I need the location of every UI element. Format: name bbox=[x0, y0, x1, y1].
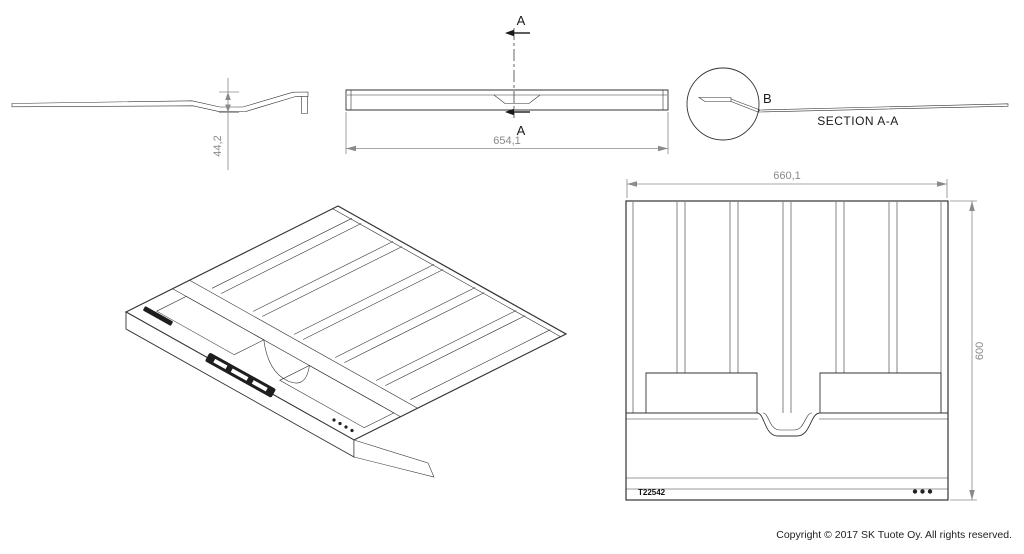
plan-width-dimension: 660,1 bbox=[626, 170, 948, 198]
plan-center-dip-outer bbox=[756, 412, 821, 437]
side-height-dimension: 44,2 bbox=[212, 78, 239, 170]
dimension-arrow-left bbox=[346, 145, 356, 152]
side-front-flange bbox=[301, 96, 308, 114]
dimension-arrow-top bbox=[969, 201, 975, 211]
plan-fastener-dots bbox=[912, 489, 933, 494]
iso-center-channel bbox=[263, 339, 310, 384]
section-profile-slope-lower bbox=[730, 101, 759, 113]
iso-band-line-upper bbox=[189, 279, 418, 409]
side-profile-outline bbox=[11, 91, 309, 112]
small-label-mark bbox=[143, 306, 173, 326]
section-title: SECTION A-A bbox=[817, 114, 899, 128]
front-width-value: 654,1 bbox=[493, 135, 521, 147]
section-aa-view: B SECTION A-A bbox=[686, 67, 1009, 141]
part-number: T22542 bbox=[638, 488, 666, 497]
front-outline bbox=[345, 89, 669, 111]
dimension-arrow-right bbox=[937, 181, 947, 187]
plan-left-pad bbox=[645, 372, 758, 413]
section-label-bottom: A bbox=[517, 123, 526, 138]
copyright-notice: Copyright © 2017 SK Tuote Oy. All rights… bbox=[776, 529, 1012, 541]
iso-fastener-dots bbox=[332, 418, 354, 433]
iso-corner-tab bbox=[353, 439, 435, 478]
section-profile-hook bbox=[698, 97, 732, 102]
section-arrow-bottom bbox=[505, 108, 514, 116]
plan-view: T22542 660,1 600 bbox=[625, 170, 986, 501]
side-view: 44,2 bbox=[11, 78, 309, 170]
iso-corrugation-lines bbox=[211, 218, 551, 400]
iso-back-hem bbox=[332, 208, 561, 337]
plan-width-value: 660,1 bbox=[773, 170, 801, 182]
plan-corrugation-lines bbox=[632, 202, 942, 413]
dimension-arrow-right bbox=[658, 145, 668, 152]
section-label-top: A bbox=[517, 13, 526, 28]
iso-left-pad bbox=[156, 296, 265, 356]
isometric-view bbox=[124, 205, 568, 478]
iso-top-face bbox=[124, 205, 568, 441]
detail-label: B bbox=[763, 91, 772, 106]
iso-right-pad bbox=[279, 365, 395, 429]
front-view: 654,1 A A bbox=[345, 13, 669, 154]
plan-depth-dimension: 600 bbox=[950, 200, 986, 501]
dimension-arrow-left bbox=[627, 181, 637, 187]
plan-right-pad bbox=[819, 372, 942, 413]
side-height-value: 44,2 bbox=[212, 135, 224, 156]
front-width-dimension: 654,1 bbox=[345, 112, 669, 154]
plan-center-dip-inner bbox=[762, 412, 813, 431]
dimension-arrow-up bbox=[225, 92, 231, 100]
section-cut-line: A A bbox=[505, 13, 530, 138]
section-arrow-top bbox=[505, 29, 514, 37]
front-channel-dip bbox=[493, 94, 541, 104]
brand-logo-mark bbox=[205, 353, 276, 398]
section-sheet-sliver bbox=[757, 103, 1009, 113]
plan-depth-value: 600 bbox=[974, 342, 986, 360]
dimension-arrow-bottom bbox=[969, 490, 975, 500]
detail-circle bbox=[686, 67, 760, 141]
section-profile-slope bbox=[730, 98, 761, 111]
plan-outline bbox=[625, 200, 949, 501]
dimension-arrow-down bbox=[225, 104, 231, 113]
